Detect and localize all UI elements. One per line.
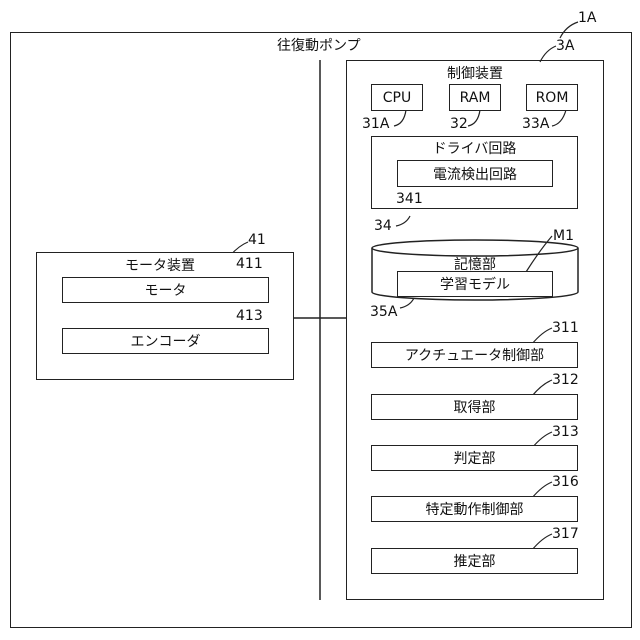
acquisition-label: 取得部: [454, 397, 496, 417]
actuator-control-box: アクチュエータ制御部: [371, 342, 578, 368]
learning-model-ref: M1: [553, 228, 574, 244]
driver-circuit-title: ドライバ回路: [371, 141, 578, 157]
specific-motion-control-ref: 316: [552, 474, 579, 490]
ram-box: RAM: [449, 84, 501, 111]
current-detector-box: 電流検出回路: [397, 160, 553, 187]
motor-box: モータ: [62, 277, 269, 303]
driver-circuit-ref: 34: [374, 218, 392, 234]
encoder-ref: 413: [236, 308, 263, 324]
specific-motion-control-label: 特定動作制御部: [426, 499, 524, 519]
rom-ref: 33A: [522, 116, 549, 132]
encoder-box: エンコーダ: [62, 328, 269, 354]
system-ref: 1A: [578, 10, 596, 26]
motor-device-title: モータ装置: [60, 258, 260, 274]
judgment-ref: 313: [552, 424, 579, 440]
storage-ref: 35A: [370, 304, 397, 320]
estimation-label: 推定部: [454, 551, 496, 571]
rom-label: ROM: [536, 90, 569, 106]
estimation-box: 推定部: [371, 548, 578, 574]
acquisition-box: 取得部: [371, 394, 578, 420]
actuator-control-ref: 311: [552, 320, 579, 336]
estimation-ref: 317: [552, 526, 579, 542]
cpu-ref: 31A: [362, 116, 389, 132]
acquisition-ref: 312: [552, 372, 579, 388]
learning-model-label: 学習モデル: [440, 274, 510, 294]
motor-device-ref: 41: [248, 232, 266, 248]
ram-label: RAM: [460, 90, 491, 106]
cpu-box: CPU: [371, 84, 423, 111]
cpu-label: CPU: [383, 90, 411, 106]
motor-label: モータ: [145, 280, 187, 300]
current-detector-label: 電流検出回路: [433, 164, 517, 184]
judgment-label: 判定部: [454, 448, 496, 468]
encoder-label: エンコーダ: [131, 331, 201, 351]
controller-title: 制御装置: [346, 66, 604, 82]
controller-ref: 3A: [556, 38, 574, 54]
ram-ref: 32: [450, 116, 468, 132]
actuator-control-label: アクチュエータ制御部: [405, 345, 544, 365]
motor-ref: 411: [236, 256, 263, 272]
learning-model-box: 学習モデル: [397, 271, 553, 297]
system-title: 往復動ポンプ: [277, 38, 361, 54]
specific-motion-control-box: 特定動作制御部: [371, 496, 578, 522]
judgment-box: 判定部: [371, 445, 578, 471]
rom-box: ROM: [526, 84, 578, 111]
current-detector-ref: 341: [396, 191, 423, 207]
